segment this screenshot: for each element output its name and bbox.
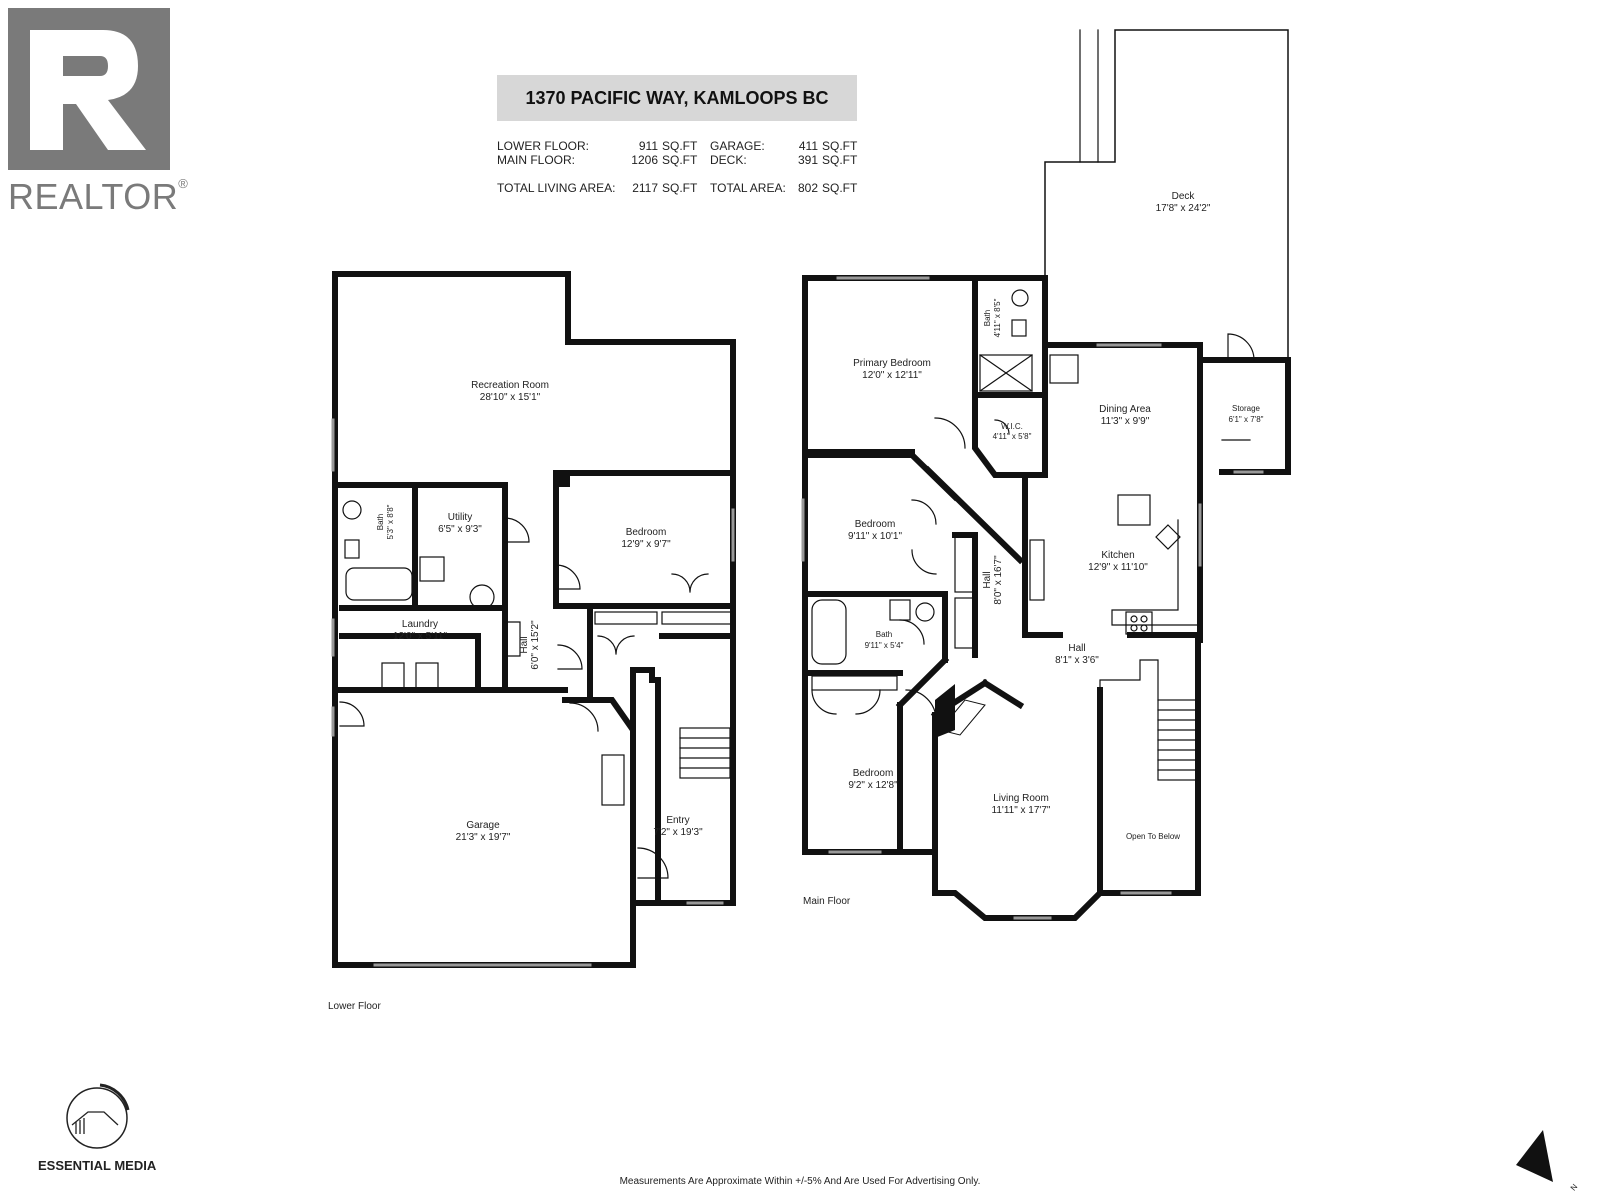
main-room-bedroom2-name: Bedroom (855, 519, 896, 530)
main-room-hall-name: Hall (982, 571, 993, 588)
main-floor-fixtures (801, 29, 1289, 920)
main-room-primary-bedroom-dims: 12'0" x 12'11" (862, 370, 922, 381)
address-title: 1370 PACIFIC WAY, KAMLOOPS BC (525, 87, 829, 108)
lower-room-laundry-name: Laundry (402, 619, 438, 630)
lower-room-bath-dims: 5'3" x 8'8" (386, 504, 395, 539)
lower-room-entry-dims: 7'2" x 19'3" (653, 827, 703, 838)
lower-room-recreation-dims: 28'10" x 15'1" (480, 392, 541, 403)
main-room-bedroom3-name: Bedroom (853, 768, 894, 779)
lower-room-hall-dims: 6'0" x 15'2" (530, 620, 541, 670)
main-room-bedroom2-dims: 9'11" x 10'1" (848, 531, 903, 542)
stat-main-floor-value: 1206 (631, 153, 658, 167)
lower-room-laundry-dims: 12'0" x 5'11" (393, 631, 448, 642)
stat-total-area-unit: SQ.FT (822, 181, 858, 195)
essential-media-brand: ESSENTIAL MEDIA (38, 1158, 157, 1173)
main-room-dining-name: Dining Area (1099, 404, 1151, 415)
main-room-kitchen-name: Kitchen (1101, 550, 1134, 561)
realtor-wordmark: REALTOR® (8, 176, 189, 217)
main-room-dining-dims: 11'3" x 9'9" (1101, 416, 1150, 427)
main-room-hall-dims: 8'0" x 16'7" (993, 555, 1004, 605)
main-room-living-name: Living Room (993, 793, 1049, 804)
stat-garage-value: 411 (798, 139, 818, 153)
lower-room-garage-dims: 21'3" x 19'7" (456, 832, 511, 843)
lower-room-bedroom-name: Bedroom (626, 527, 667, 538)
lower-room-bedroom-dims: 12'9" x 9'7" (621, 539, 671, 550)
stat-total-area-value: 802 (797, 181, 818, 195)
lower-floor-fixtures (331, 418, 735, 967)
lower-room-entry-name: Entry (666, 815, 689, 826)
main-room-primary-bedroom-name: Primary Bedroom (853, 358, 931, 369)
compass-icon: N (1516, 1130, 1580, 1192)
lower-room-utility-dims: 6'5" x 9'3" (438, 524, 482, 535)
stat-lower-floor-label: LOWER FLOOR: (497, 139, 590, 153)
main-room-deck-name: Deck (1172, 191, 1196, 202)
stat-total-living-unit: SQ.FT (662, 181, 698, 195)
main-room-bedroom3-dims: 9'2" x 12'8" (848, 780, 898, 791)
stat-main-floor-unit: SQ.FT (662, 153, 698, 167)
essential-media-logo-icon (66, 1083, 130, 1149)
main-room-bath-dims: 9'11" x 5'4" (865, 641, 904, 650)
lower-floor-walls (332, 271, 736, 968)
main-room-kitchen-dims: 12'9" x 11'10" (1088, 562, 1148, 573)
main-room-hall2-name: Hall (1068, 643, 1085, 654)
main-room-bath-upper-dims: 4'11" x 8'5" (993, 298, 1002, 337)
stat-deck-value: 391 (797, 153, 818, 167)
stat-deck-unit: SQ.FT (822, 153, 858, 167)
footer-disclaimer: Measurements Are Approximate Within +/-5… (619, 1176, 981, 1187)
main-room-living-dims: 11'11" x 17'7" (992, 805, 1051, 816)
stat-deck-label: DECK: (710, 153, 747, 167)
stat-total-area-label: TOTAL AREA: (710, 181, 786, 195)
stat-lower-floor-value: 911 (638, 139, 658, 153)
lower-room-garage-name: Garage (466, 820, 500, 831)
main-room-wic-name: W.I.C. (1001, 422, 1023, 431)
lower-room-utility-name: Utility (448, 512, 472, 523)
stat-main-floor-label: MAIN FLOOR: (497, 153, 576, 167)
stat-total-living-label: TOTAL LIVING AREA: (497, 181, 616, 195)
lower-room-bath-name: Bath (376, 514, 385, 530)
lower-room-hall-name: Hall (519, 636, 530, 653)
main-room-deck-dims: 17'8" x 24'2" (1156, 203, 1211, 214)
stat-garage-label: GARAGE: (710, 139, 765, 153)
stat-garage-unit: SQ.FT (822, 139, 858, 153)
realtor-logo-icon (8, 8, 170, 170)
main-room-hall2-dims: 8'1" x 3'6" (1055, 655, 1099, 666)
main-room-bath-upper-name: Bath (983, 310, 992, 326)
main-room-storage-dims: 6'1" x 7'8" (1229, 415, 1264, 424)
main-room-wic-dims: 4'11" x 5'8" (993, 432, 1032, 441)
main-room-bath-name: Bath (876, 630, 892, 639)
main-room-storage-name: Storage (1232, 404, 1261, 413)
stat-lower-floor-unit: SQ.FT (662, 139, 698, 153)
lower-room-recreation-name: Recreation Room (471, 380, 549, 391)
main-room-open-to-below: Open To Below (1126, 832, 1180, 841)
address-banner: 1370 PACIFIC WAY, KAMLOOPS BC (497, 75, 857, 121)
lower-floor-caption: Lower Floor (328, 1001, 381, 1012)
stat-total-living-value: 2117 (632, 181, 658, 195)
compass-label: N (1569, 1182, 1580, 1192)
main-floor-caption: Main Floor (803, 896, 851, 907)
